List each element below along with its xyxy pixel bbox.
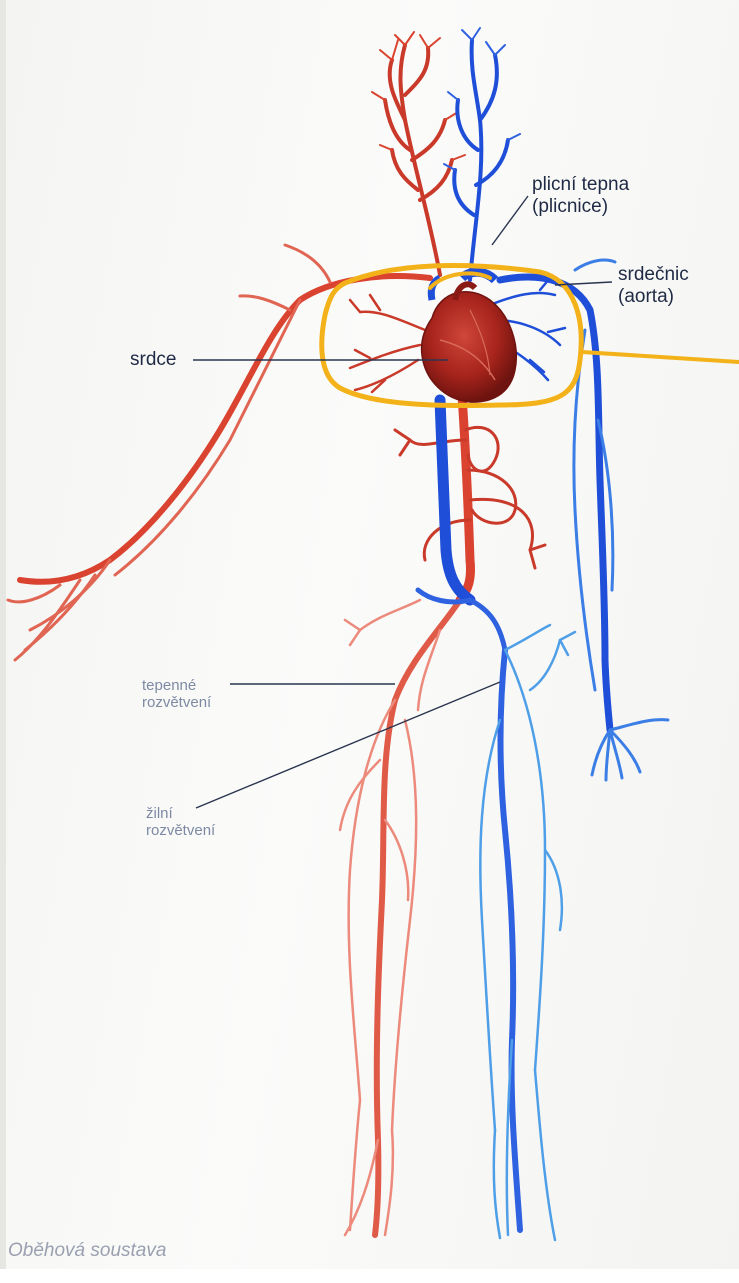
label-venous-branching: žilní rozvětvení (146, 805, 215, 840)
label-venous-branching-line1: žilní (146, 805, 215, 822)
head-veins (454, 40, 508, 280)
leg-arteries (375, 600, 460, 1235)
photo-frame-bottom (0, 1269, 739, 1283)
leader-pulmonary-artery (492, 196, 528, 245)
label-pulmonary-artery: plicní tepna (plicnice) (532, 174, 629, 218)
label-aorta: srdečnic (aorta) (618, 264, 689, 308)
figure-caption: Oběhová soustava (8, 1240, 166, 1262)
heart-illustration (422, 272, 517, 402)
arm-arteries-secondary (8, 245, 330, 660)
label-aorta-line1: srdečnic (618, 264, 689, 286)
leader-lines (193, 196, 612, 808)
label-aorta-line2: (aorta) (618, 286, 689, 308)
pulmonary-veins-red (350, 295, 425, 392)
label-arterial-branching: tepenné rozvětvení (142, 677, 211, 712)
arm-veins-secondary (574, 260, 668, 780)
label-arterial-branching-line2: rozvětvení (142, 694, 211, 711)
leg-veins (500, 650, 520, 1230)
head-arteries-fine (372, 32, 465, 160)
arm-arteries (20, 276, 430, 582)
leg-arteries-secondary (340, 600, 440, 1235)
arterial-network (8, 32, 545, 1235)
label-heart: srdce (130, 349, 176, 371)
leg-veins-secondary (480, 625, 575, 1240)
head-arteries (385, 45, 452, 275)
label-venous-branching-line2: rozvětvení (146, 822, 215, 839)
label-pulmonary-artery-line2: (plicnice) (532, 196, 629, 218)
descending-aorta (460, 395, 471, 600)
leader-venous-branching (196, 682, 500, 808)
label-arterial-branching-line1: tepenné (142, 677, 211, 694)
label-pulmonary-artery-line1: plicní tepna (532, 174, 629, 196)
